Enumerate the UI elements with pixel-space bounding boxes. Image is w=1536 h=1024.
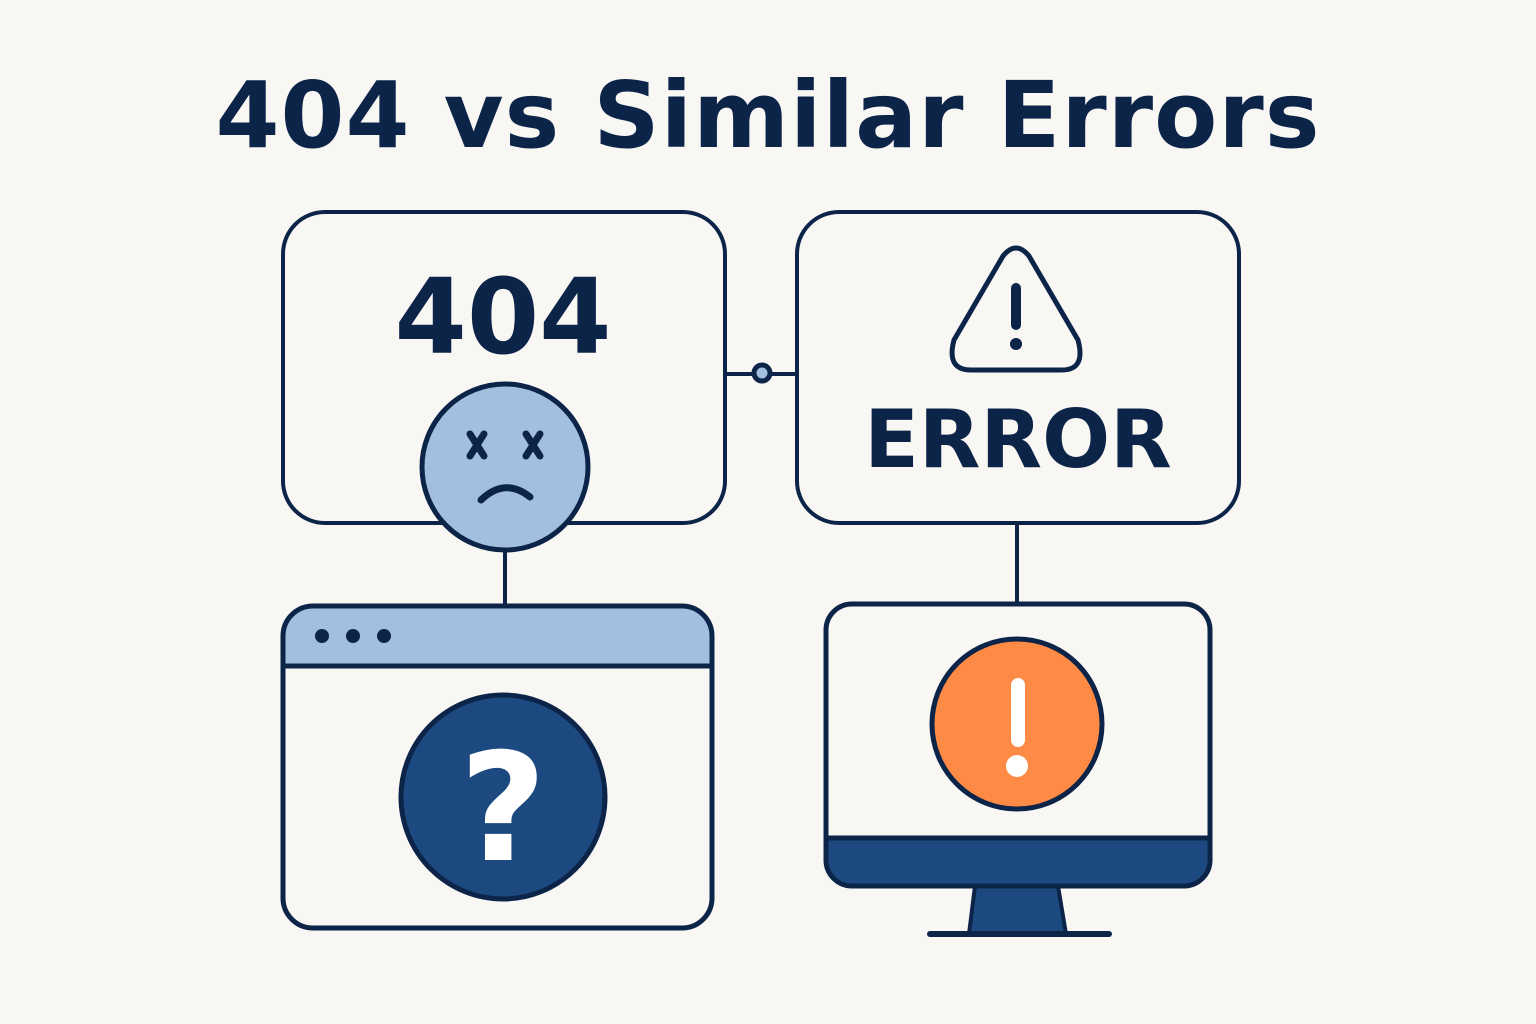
dead-sad-face-icon — [419, 381, 591, 553]
page-title: 404 vs Similar Errors — [215, 62, 1321, 169]
error-label: ERROR — [864, 393, 1171, 486]
browser-window: ? — [280, 603, 715, 931]
window-dots — [315, 629, 391, 643]
exclamation-icon — [929, 636, 1105, 812]
error-box: ERROR — [795, 210, 1241, 525]
monitor — [823, 601, 1213, 937]
warning-triangle-icon — [949, 245, 1083, 373]
connector-node — [751, 362, 773, 384]
404-code: 404 — [394, 256, 611, 378]
404-box: 404 — [281, 210, 727, 525]
question-mark-icon: ? — [398, 692, 608, 902]
svg-text:?: ? — [459, 722, 546, 896]
